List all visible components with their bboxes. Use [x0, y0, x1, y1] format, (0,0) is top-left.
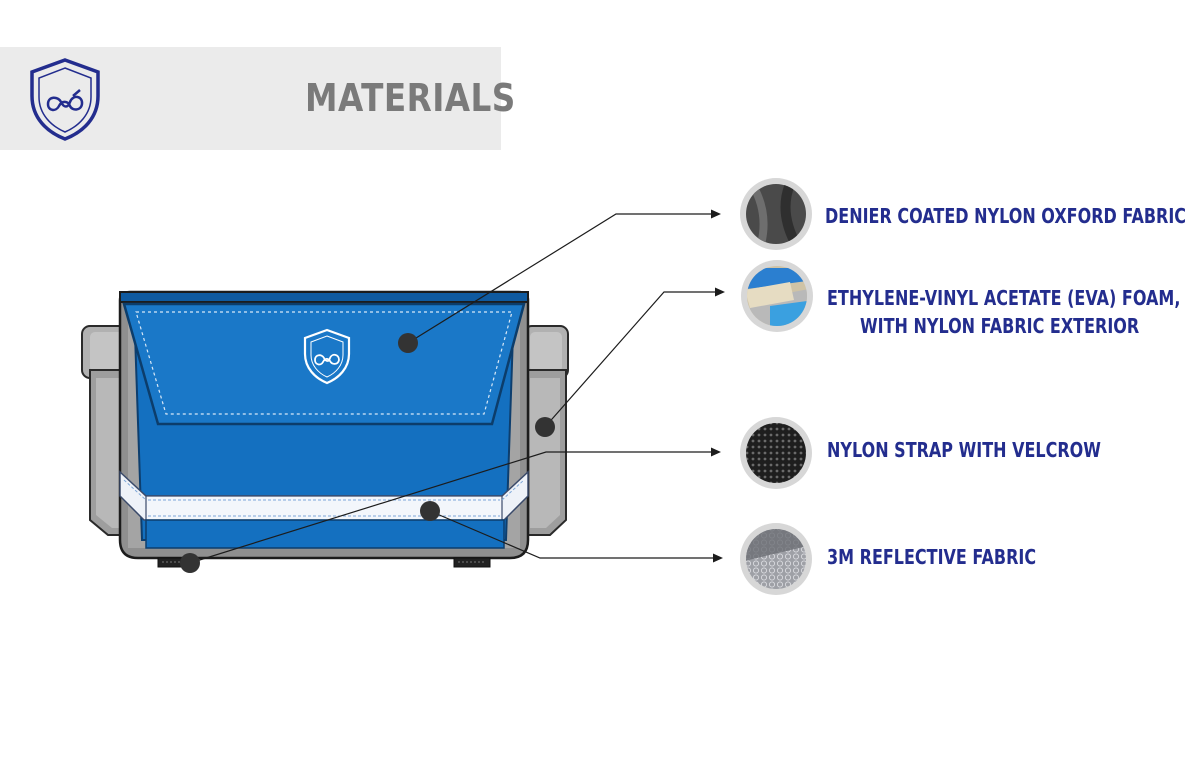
callout-dot-foam	[535, 417, 555, 437]
material-label-reflective: 3M REFLECTIVE FABRIC	[827, 545, 1037, 569]
top-flap	[122, 302, 526, 426]
callout-dot-fabric	[398, 333, 418, 353]
nylon-strap-swatch-icon	[740, 417, 812, 489]
shield-emblem-icon	[30, 58, 100, 141]
velcro-tabs	[157, 557, 491, 568]
header-band: MATERIALS	[0, 47, 515, 150]
reflective-fabric-swatch-icon	[740, 523, 812, 595]
leader-lines	[189, 213, 716, 564]
page-title: MATERIALS	[305, 76, 516, 120]
material-label-eva-line1: ETHYLENE-VINYL ACETATE (EVA) FOAM,	[827, 286, 1181, 310]
callout-dot-strap	[180, 553, 200, 573]
leader-arrowheads	[711, 209, 725, 563]
oxford-fabric-swatch-icon	[740, 178, 812, 250]
material-label-oxford: DENIER COATED NYLON OXFORD FABRIC	[825, 204, 1187, 228]
flap-shield-logo-icon	[303, 328, 351, 385]
material-label-strap: NYLON STRAP WITH VELCROW	[827, 438, 1101, 462]
eva-foam-swatch-icon	[741, 260, 813, 332]
callout-dots	[180, 333, 555, 573]
material-label-eva-line2: WITH NYLON FABRIC EXTERIOR	[860, 314, 1140, 338]
callout-dot-reflective	[420, 501, 440, 521]
